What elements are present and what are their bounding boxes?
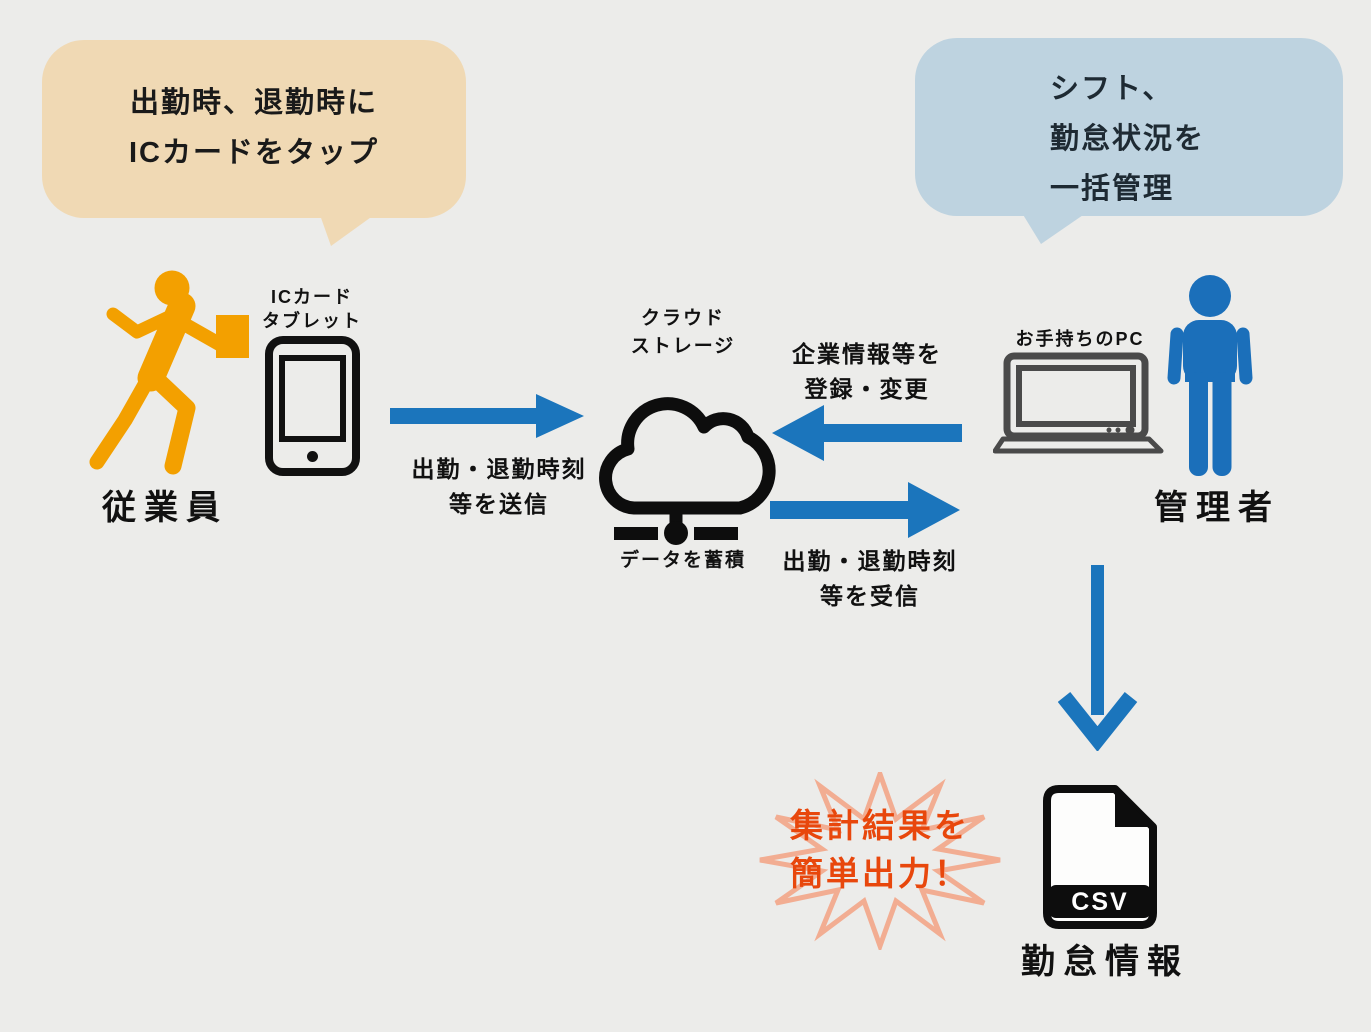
tablet-home-button xyxy=(307,451,318,462)
admin-bubble-line-1: シフト、 xyxy=(1050,73,1174,105)
cloud-caption: データを蓄積 xyxy=(619,550,746,571)
employee-bubble-text: 出勤時、退勤時に ICカードをタップ xyxy=(42,40,466,178)
register-flow-line-1: 企業情報等を xyxy=(792,341,942,367)
send-flow-line-1: 出勤・退勤時刻 xyxy=(411,456,587,482)
employee-label: 従業員 xyxy=(102,489,228,527)
ic-card-icon xyxy=(216,315,249,358)
cloud-storage-icon xyxy=(599,397,776,545)
burst-line-2: 簡単出力！ xyxy=(790,855,970,892)
standing-person-icon xyxy=(1167,275,1253,476)
csv-file-icon: CSV xyxy=(1043,785,1157,929)
walking-person-icon xyxy=(89,270,249,475)
admin-label: 管理者 xyxy=(1154,489,1280,527)
send-flow-label: 出勤・退勤時刻 等を送信 xyxy=(370,452,628,522)
tablet-label: ICカード タブレット xyxy=(255,285,369,333)
employee-bubble-tail xyxy=(320,215,374,246)
receive-flow-line-1: 出勤・退勤時刻 xyxy=(782,548,958,574)
admin-bubble-text: シフト、 勤怠状況を 一括管理 xyxy=(915,38,1343,214)
register-flow-label: 企業情報等を 登録・変更 xyxy=(762,337,972,407)
output-label: 勤怠情報 xyxy=(1021,943,1189,981)
admin-speech-bubble: シフト、 勤怠状況を 一括管理 xyxy=(915,38,1343,216)
admin-bubble-line-2: 勤怠状況を xyxy=(1050,123,1206,155)
register-flow-line-2: 登録・変更 xyxy=(804,376,930,402)
burst-line-1: 集計結果を xyxy=(790,807,970,844)
tablet-label-line-2: タブレット xyxy=(262,311,362,331)
cloud-title-line-1: クラウド xyxy=(640,308,725,329)
receive-flow-line-2: 等を受信 xyxy=(820,583,920,609)
csv-file-type-text: CSV xyxy=(1071,888,1128,916)
send-arrow-icon xyxy=(390,394,584,438)
receive-flow-label: 出勤・退勤時刻 等を受信 xyxy=(760,544,980,614)
cloud-title: クラウド ストレージ xyxy=(583,305,783,361)
cloud-title-line-2: ストレージ xyxy=(630,336,736,357)
down-arrow-icon xyxy=(1058,565,1138,751)
burst-icon xyxy=(759,772,1001,950)
pc-label: お手持ちのPC xyxy=(1015,329,1145,349)
admin-bubble-line-3: 一括管理 xyxy=(1050,173,1175,205)
employee-speech-bubble: 出勤時、退勤時に ICカードをタップ xyxy=(42,40,466,218)
admin-bubble-tail xyxy=(1022,213,1086,244)
register-arrow-icon xyxy=(772,405,962,461)
send-flow-line-2: 等を送信 xyxy=(449,491,549,517)
employee-bubble-line-1: 出勤時、退勤時に xyxy=(129,87,378,119)
tablet-icon xyxy=(265,336,360,476)
receive-arrow-icon xyxy=(770,482,960,538)
laptop-icon xyxy=(993,352,1164,454)
employee-bubble-line-2: ICカードをタップ xyxy=(128,137,379,169)
burst-text: 集計結果を 簡単出力！ xyxy=(758,802,1002,898)
tablet-label-line-1: ICカード xyxy=(271,287,353,307)
tablet-screen xyxy=(279,355,346,442)
